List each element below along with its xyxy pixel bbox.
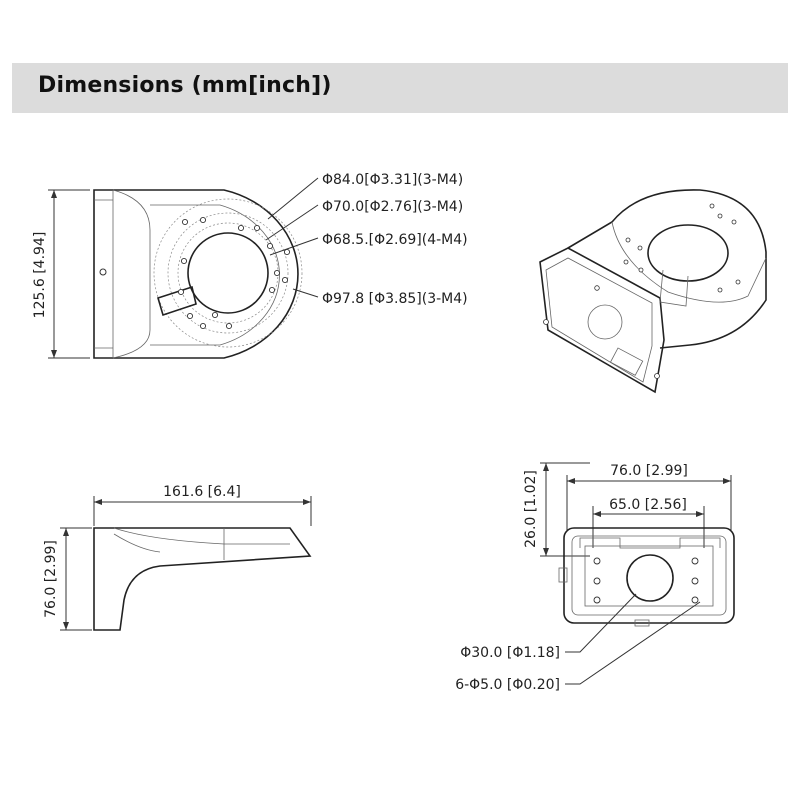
end-height-label: 26.0 [1.02] (523, 470, 539, 548)
section-header: Dimensions (mm[inch]) (12, 63, 788, 113)
top-callout-3: Φ68.5.[Φ2.69](4-M4) (322, 232, 468, 248)
top-callout-1: Φ84.0[Φ3.31](3-M4) (322, 172, 463, 188)
top-view: 125.6 [4.94] Φ84.0[ (32, 172, 468, 359)
isometric-view (539, 189, 767, 394)
end-callout-1: Φ30.0 [Φ1.18] (460, 645, 560, 661)
side-length-label: 161.6 [6.4] (163, 484, 241, 500)
end-view: 76.0 [2.99] 65.0 [2.56] 26.0 [1.02] Φ30.… (455, 462, 735, 693)
top-view-height-label: 125.6 [4.94] (32, 232, 48, 319)
top-callout-2: Φ70.0[Φ2.76](3-M4) (322, 199, 463, 215)
side-height-label: 76.0 [2.99] (43, 540, 59, 618)
end-callout-2: 6-Φ5.0 [Φ0.20] (455, 677, 560, 693)
end-inner-width-label: 65.0 [2.56] (609, 497, 687, 513)
end-width-label: 76.0 [2.99] (610, 463, 688, 479)
side-view: 161.6 [6.4] 76.0 [2.99] (43, 484, 312, 631)
section-title: Dimensions (mm[inch]) (38, 73, 332, 98)
top-callout-4: Φ97.8 [Φ3.85](3-M4) (322, 291, 468, 307)
